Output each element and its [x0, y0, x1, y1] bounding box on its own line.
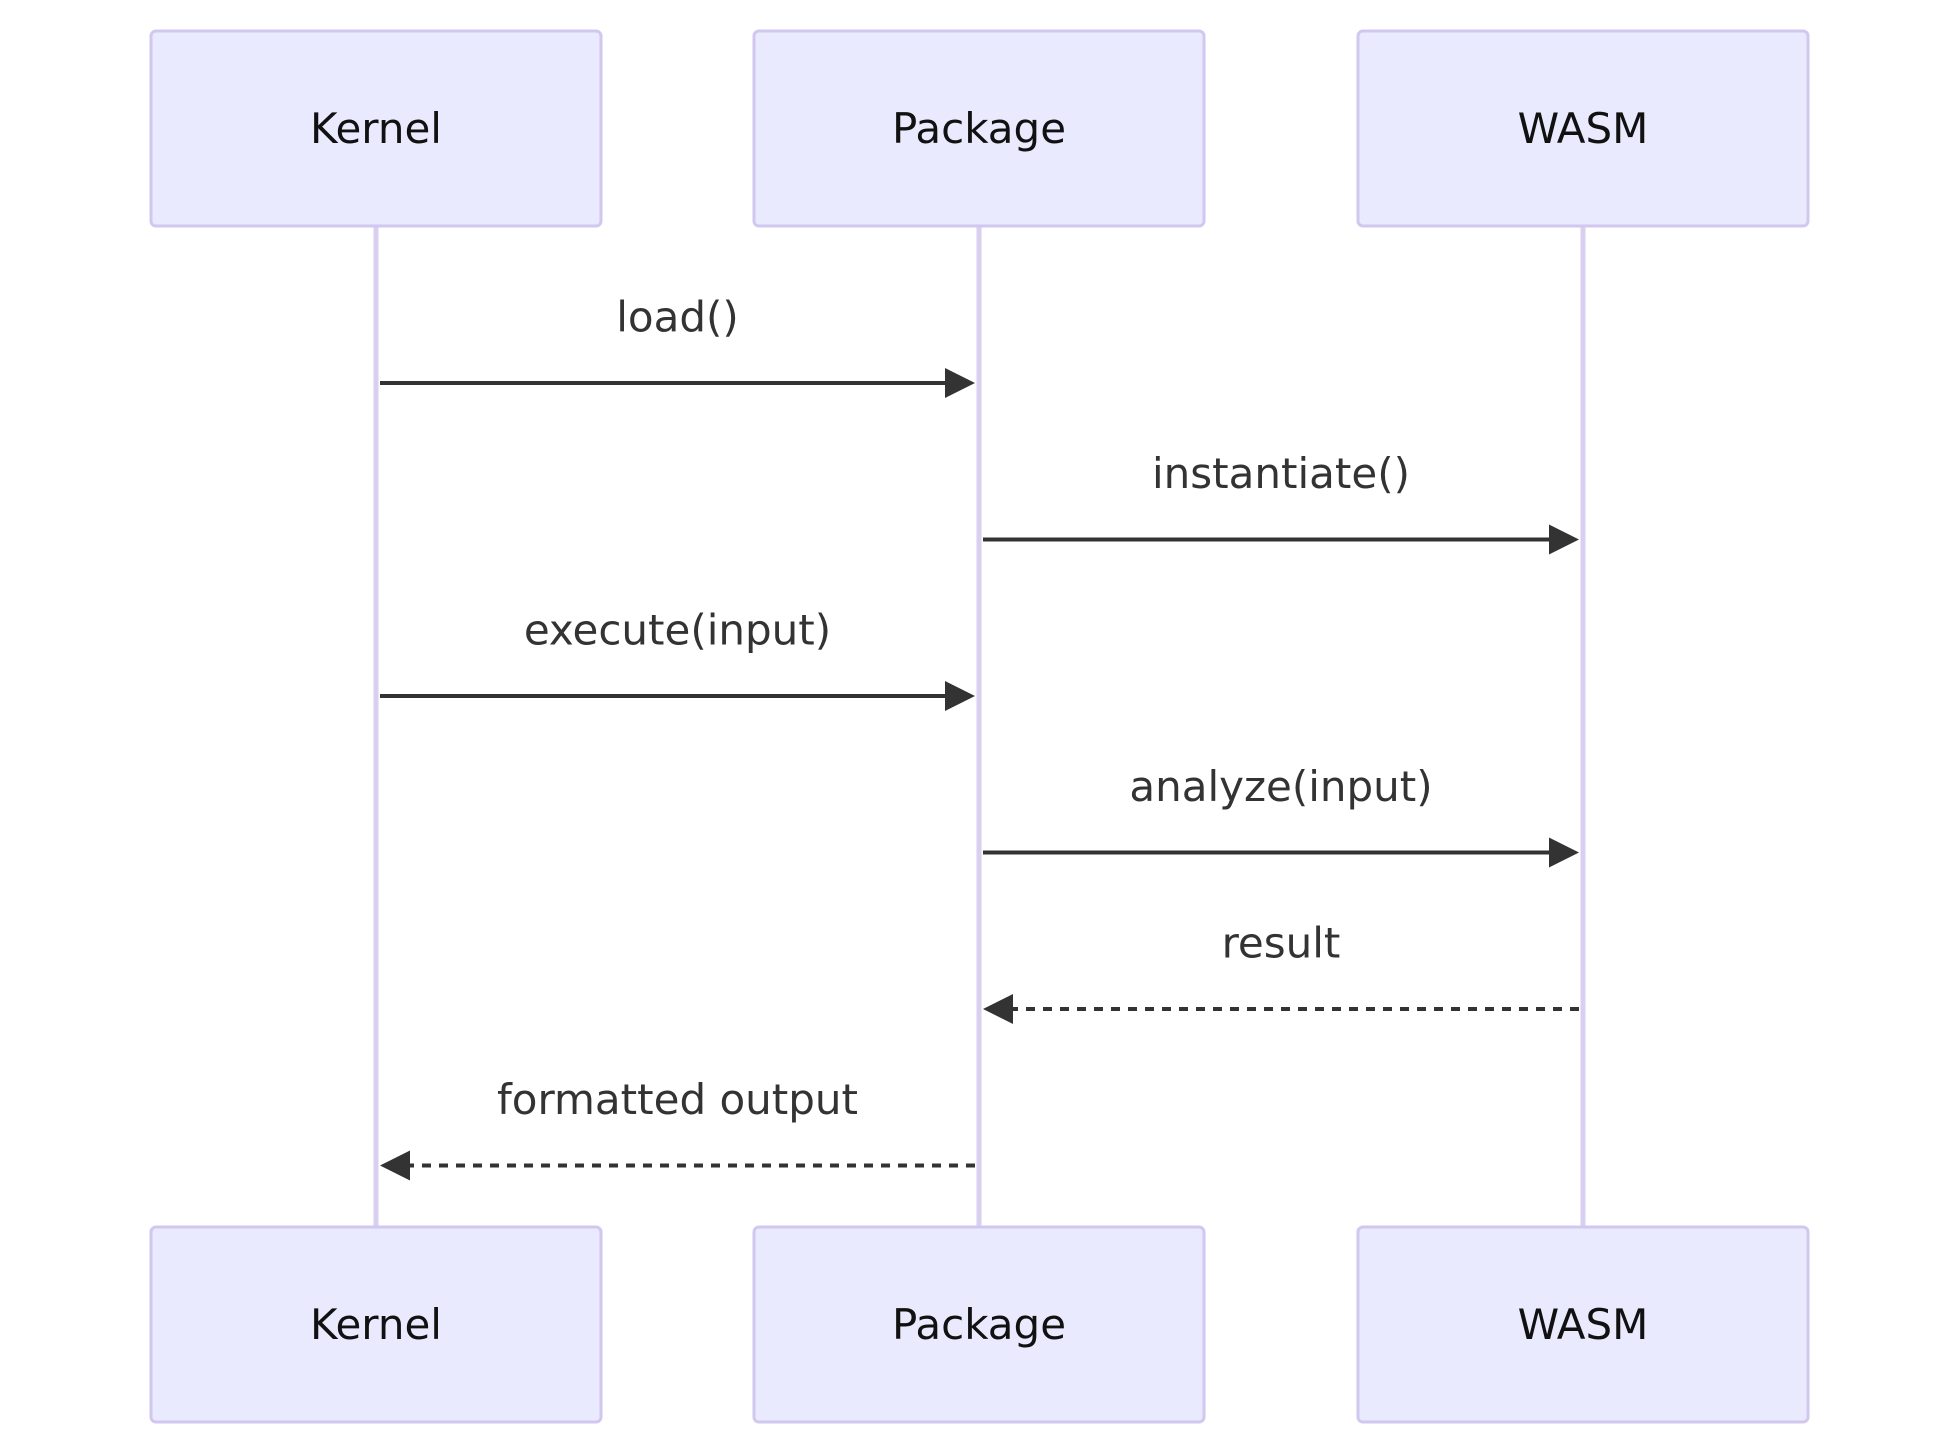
message-label-instantiate: instantiate(): [1152, 449, 1410, 498]
arrowhead-result: [983, 994, 1013, 1024]
actor-package-bottom: Package: [752, 1225, 1206, 1424]
message-analyze: analyze(input): [983, 762, 1579, 868]
actor-kernel-bottom: Kernel: [149, 1225, 603, 1424]
actor-label-package-top: Package: [892, 104, 1066, 153]
actor-box-wasm-bottom: [1356, 1225, 1810, 1424]
actor-wasm-bottom: WASM: [1356, 1225, 1810, 1424]
actor-box-package-bottom: [752, 1225, 1206, 1424]
message-instantiate: instantiate(): [983, 449, 1579, 555]
arrowhead-analyze: [1549, 837, 1579, 868]
message-formatted-output: formatted output: [380, 1075, 975, 1181]
arrowhead-formatted-output: [380, 1150, 410, 1181]
actor-box-wasm-top: [1356, 29, 1810, 228]
message-load: load(): [380, 293, 975, 398]
actor-kernel-top: Kernel: [149, 29, 603, 228]
arrowhead-execute: [945, 681, 975, 711]
actor-box-kernel-top: [149, 29, 603, 228]
arrowhead-load: [945, 368, 975, 398]
lifelines: [373, 226, 1586, 1227]
actor-label-wasm-top: WASM: [1518, 104, 1649, 153]
actor-label-package-bottom: Package: [892, 1300, 1066, 1349]
actor-label-wasm-bottom: WASM: [1518, 1300, 1649, 1349]
arrowhead-instantiate: [1549, 524, 1579, 555]
message-label-analyze: analyze(input): [1129, 762, 1432, 811]
message-label-execute: execute(input): [524, 606, 831, 655]
message-label-formatted-output: formatted output: [497, 1075, 858, 1124]
messages: load() instantiate() execute(input) analyze…: [380, 293, 1579, 1181]
actor-box-kernel-bottom: [149, 1225, 603, 1424]
actor-label-kernel-bottom: Kernel: [310, 1300, 442, 1349]
actor-wasm-top: WASM: [1356, 29, 1810, 228]
actor-package-top: Package: [752, 29, 1206, 228]
message-execute: execute(input): [380, 606, 975, 711]
message-result: result: [983, 919, 1579, 1024]
actors-bottom: Kernel Package WASM: [149, 1225, 1810, 1424]
actor-label-kernel-top: Kernel: [310, 104, 442, 153]
actor-box-package-top: [752, 29, 1206, 228]
actors-top: Kernel Package WASM: [149, 29, 1810, 228]
message-label-load: load(): [616, 293, 739, 342]
message-label-result: result: [1222, 919, 1341, 968]
